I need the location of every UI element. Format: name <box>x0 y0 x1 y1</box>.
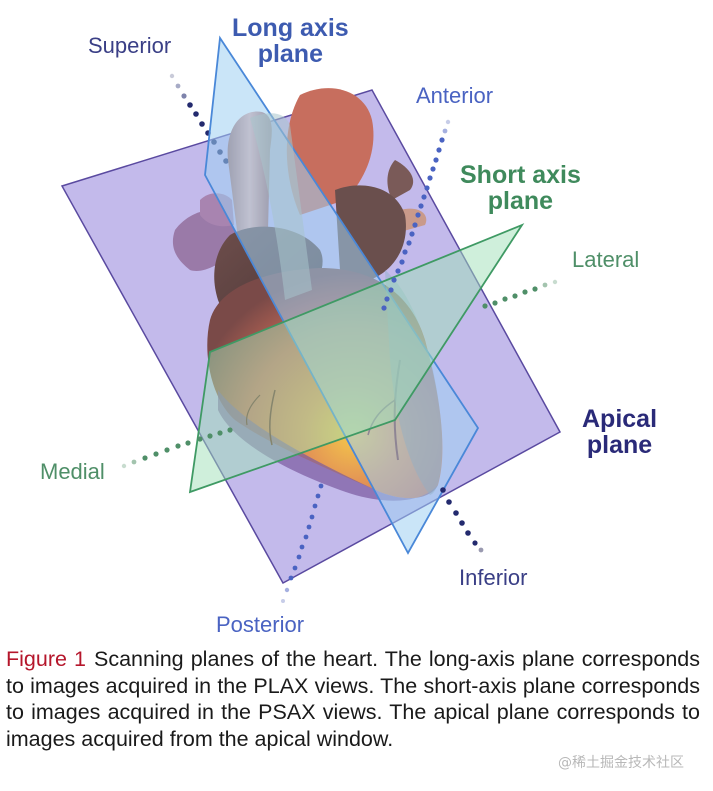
medial-label: Medial <box>40 459 105 484</box>
apical-label-line1: Apical <box>582 405 658 433</box>
long-axis-plane-label: Long axis plane <box>232 15 349 68</box>
heart-planes-illustration <box>60 35 562 603</box>
watermark: @稀土掘金技术社区 <box>558 755 684 771</box>
short-axis-label-line1: Short axis <box>460 161 581 189</box>
long-axis-label-line1: Long axis <box>232 14 349 42</box>
short-axis-label-line2: plane <box>487 187 554 216</box>
scanning-planes-figure: Superior Anterior Lateral Medial Posteri… <box>40 15 657 637</box>
inferior-axis-line <box>440 487 484 553</box>
short-axis-plane <box>188 223 525 494</box>
apical-plane-label: Apical plane <box>582 406 657 459</box>
figure-number: Figure 1 <box>6 647 86 671</box>
posterior-label: Posterior <box>216 612 305 637</box>
anterior-posterior-axis-line <box>281 119 451 603</box>
long-axis-label-line2: plane <box>257 40 323 69</box>
lateral-label: Lateral <box>572 247 640 272</box>
caption-text: Scanning planes of the heart. The long-a… <box>6 647 701 751</box>
medial-lateral-axis-line <box>121 279 558 469</box>
superior-label: Superior <box>88 33 172 58</box>
short-axis-plane-label: Short axis plane <box>460 162 581 215</box>
inferior-label: Inferior <box>459 565 528 590</box>
apical-label-line2: plane <box>586 431 653 460</box>
anterior-label: Anterior <box>416 83 494 108</box>
